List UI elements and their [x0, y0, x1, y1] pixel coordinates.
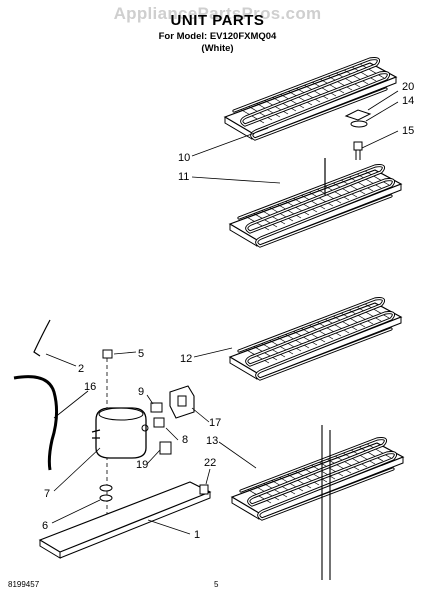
callout-15: 15	[402, 125, 414, 137]
callout-22: 22	[204, 457, 216, 469]
callout-20: 20	[402, 81, 414, 93]
callout-14: 14	[402, 95, 414, 107]
callout-6: 6	[42, 520, 48, 532]
callout-16: 16	[84, 381, 96, 393]
callout-12: 12	[180, 353, 192, 365]
callout-17: 17	[209, 417, 221, 429]
callout-2: 2	[78, 363, 84, 375]
color-line: (White)	[201, 43, 234, 54]
watermark: AppliancePartsPros.com	[113, 4, 322, 23]
diagram-title: UNIT PARTS	[170, 12, 265, 29]
document-number: 8199457	[8, 580, 40, 589]
model-line: For Model: EV120FXMQ04	[158, 31, 277, 42]
callout-7: 7	[44, 488, 50, 500]
callout-11: 11	[178, 171, 189, 183]
page-number: 5	[214, 580, 219, 589]
callout-10: 10	[178, 152, 190, 164]
callout-8: 8	[182, 434, 188, 446]
callout-9: 9	[138, 386, 144, 398]
callout-19: 19	[136, 459, 148, 471]
callout-1: 1	[194, 529, 200, 541]
callout-13: 13	[206, 435, 218, 447]
callout-5: 5	[138, 348, 144, 360]
